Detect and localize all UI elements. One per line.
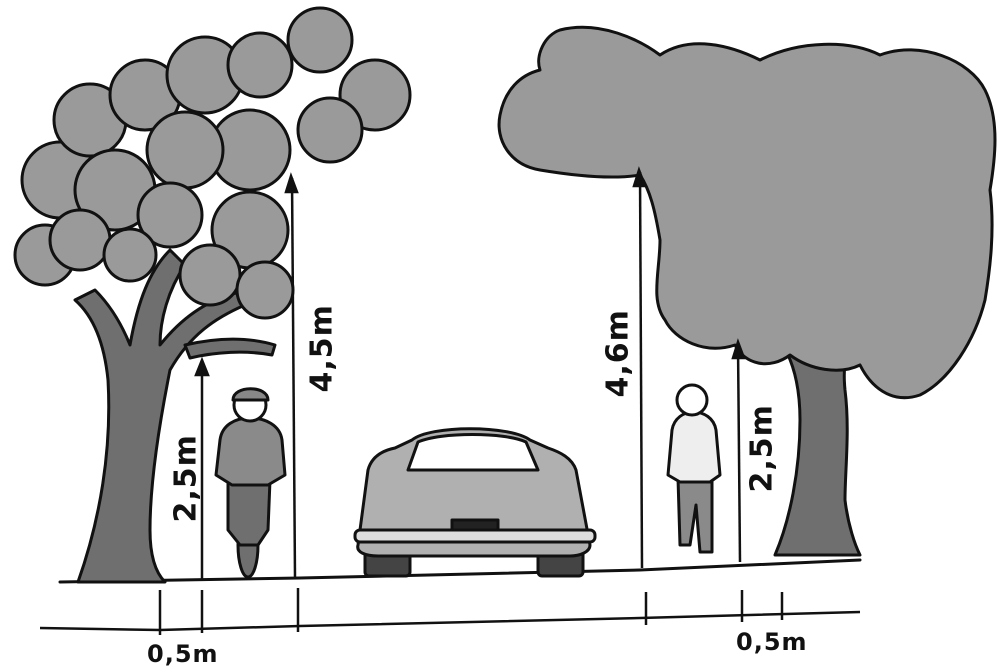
right-tree — [497, 25, 997, 557]
car — [353, 427, 597, 578]
left-tree-trunk — [73, 248, 247, 584]
arrow-head — [194, 356, 210, 377]
pedestrian-body — [666, 410, 722, 484]
cyclist — [214, 387, 287, 579]
left-tree — [13, 6, 412, 584]
right-ped-arrow — [736, 344, 742, 563]
right-ped-clearance-label: 2,5m — [744, 404, 780, 493]
arrow-head — [731, 338, 746, 360]
ground-line — [58, 558, 862, 584]
car-bumper — [353, 528, 597, 544]
left-tree-branch — [183, 337, 277, 360]
arrow-head — [284, 172, 299, 194]
cyclist-body — [214, 416, 287, 487]
arrow-head — [632, 166, 647, 188]
helmet-icon — [231, 387, 270, 402]
cyclist-legs — [226, 478, 272, 547]
left-offset-label: 0,5m — [147, 640, 219, 668]
pedestrian — [666, 383, 722, 554]
pedestrian-head — [675, 383, 709, 417]
left-bike-clearance-label: 2,5m — [168, 434, 204, 523]
dimension-arrows — [194, 166, 746, 580]
left-tree-clearance-label: 4,5m — [304, 304, 340, 393]
right-tree-canopy — [497, 25, 997, 400]
left-tree-canopy — [13, 6, 412, 320]
right-offset-label: 0,5m — [736, 628, 808, 656]
dimension-baseline — [39, 588, 861, 635]
left-tree-arrow — [290, 177, 297, 579]
right-tree-arrow — [638, 171, 644, 569]
pedestrian-legs — [676, 476, 714, 554]
car-windshield — [406, 433, 540, 472]
right-tree-clearance-label: 4,6m — [600, 309, 636, 398]
